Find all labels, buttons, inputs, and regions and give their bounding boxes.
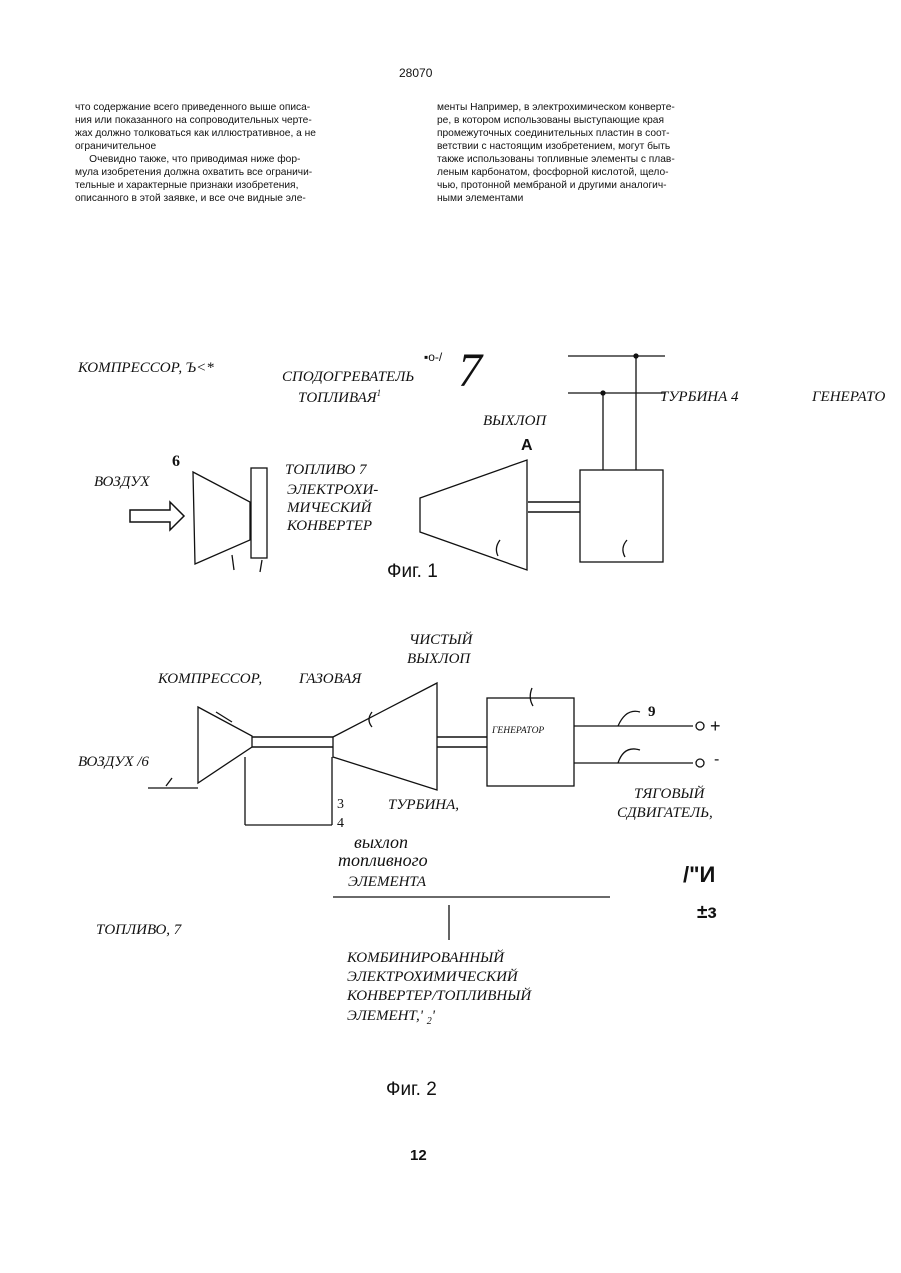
air-arrow xyxy=(130,502,184,530)
fig2-combined-tail: ' xyxy=(432,1008,435,1024)
fig2-combined-label-2: ЭЛЕКТРОХИМИЧЕСКИЙ xyxy=(347,969,518,986)
fig1-heater-label: СПОДОГРЕВАТЕЛЬ xyxy=(282,369,414,386)
fig1-caption: Фиг. 1 xyxy=(387,561,438,583)
junction-dot xyxy=(634,354,638,358)
fig1-fuel-label: ТОПЛИВО 7 xyxy=(285,462,367,479)
terminal-minus xyxy=(696,759,704,767)
page-number: 12 xyxy=(410,1147,427,1164)
fig2-motor-label-1: ТЯГОВЫЙ xyxy=(634,786,704,803)
fig2-minus-terminal: - xyxy=(714,751,719,769)
fig2-compressor-label: КОМПРЕССОР, xyxy=(158,671,262,688)
fig2-right-mark: /"И xyxy=(683,862,715,888)
compressor-shape xyxy=(193,472,250,564)
fig2-combined-label-3: КОНВЕРТЕР/ТОПЛИВНЫЙ xyxy=(347,988,531,1005)
lead-mark xyxy=(618,711,640,726)
fig2-clean-exhaust-label-1: ЧИСТЫЙ xyxy=(409,632,472,649)
turbine-shape xyxy=(420,460,527,570)
lead-mark xyxy=(232,555,234,570)
fig2-combined-label-4: ЭЛЕМЕНТ,' 2' xyxy=(347,1008,435,1027)
turbine2-shape xyxy=(333,683,437,790)
fig1-exhaust-label: ВЫХЛОП xyxy=(483,413,546,430)
compressor2-shape xyxy=(198,707,252,783)
lead-mark xyxy=(618,749,640,763)
fig1-exhaust-mark: А xyxy=(521,437,533,455)
generator-box xyxy=(580,470,663,562)
lead-mark xyxy=(260,560,262,572)
lead-mark xyxy=(369,712,372,727)
lead-mark xyxy=(623,540,627,557)
fig2-gas-label: ГАЗОВАЯ xyxy=(299,671,361,688)
junction-dot xyxy=(601,391,605,395)
fig2-fc-exhaust-label-2: топливного xyxy=(338,850,428,871)
converter-box xyxy=(251,468,267,558)
fig2-combined-label-1: КОМБИНИРОВАННЫЙ xyxy=(347,950,504,967)
generator2-box xyxy=(487,698,574,786)
fig2-right-mark-2: ±з xyxy=(697,902,717,924)
fig1-misc-mark: ▪о-/ xyxy=(424,350,442,364)
fig2-motor-label-2: СДВИГАТЕЛЬ, xyxy=(617,805,713,822)
lead-mark xyxy=(530,688,533,706)
fig1-converter-label-3: КОНВЕРТЕР xyxy=(287,518,372,535)
terminal-plus xyxy=(696,722,704,730)
fig1-air-label: ВОЗДУХ xyxy=(94,474,150,491)
fig2-fc-exhaust-label-3: ЭЛЕМЕНТА xyxy=(348,874,426,891)
fig2-plus-terminal: + xyxy=(710,716,721,737)
fig2-number-nine: 9 xyxy=(648,704,656,721)
fig1-compressor-label: КОМПРЕССОР, Ъ<* xyxy=(78,360,214,377)
fig1-turbine-label: ТУРБИНА 4 xyxy=(660,389,739,406)
lead-mark xyxy=(496,540,500,556)
fig2-combined-text: ЭЛЕМЕНТ,' xyxy=(347,1008,427,1024)
fig1-converter-label-2: МИЧЕСКИЙ xyxy=(287,500,371,517)
fig2-number-four: 4 xyxy=(337,816,344,832)
fig2-air-label: ВОЗДУХ /6 xyxy=(78,754,149,771)
fig1-heater-label-2: ТОПЛИВАЯ1 xyxy=(298,388,381,407)
fig1-converter-label-1: ЭЛЕКТРОХИ- xyxy=(287,482,378,499)
fig2-fuel-label: ТОПЛИВО, 7 xyxy=(96,922,181,939)
fig1-generator-label: ГЕНЕРАТО xyxy=(812,389,885,406)
fig1-heater-sup: 1 xyxy=(377,388,382,398)
fig2-number-three: 3 xyxy=(337,797,344,813)
fig2-caption: Фиг. 2 xyxy=(386,1079,437,1101)
fig1-heater-text: ТОПЛИВАЯ xyxy=(298,390,377,406)
fig2-generator-box-label: ГЕНЕРАТОР xyxy=(492,726,544,736)
fig1-number-seven: 7 xyxy=(458,346,482,396)
fig1-number-six: 6 xyxy=(172,453,180,471)
fig2-turbine-label: ТУРБИНА, xyxy=(388,797,459,814)
lead-mark xyxy=(166,778,172,786)
fig2-clean-exhaust-label-2: ВЫХЛОП xyxy=(407,651,470,668)
